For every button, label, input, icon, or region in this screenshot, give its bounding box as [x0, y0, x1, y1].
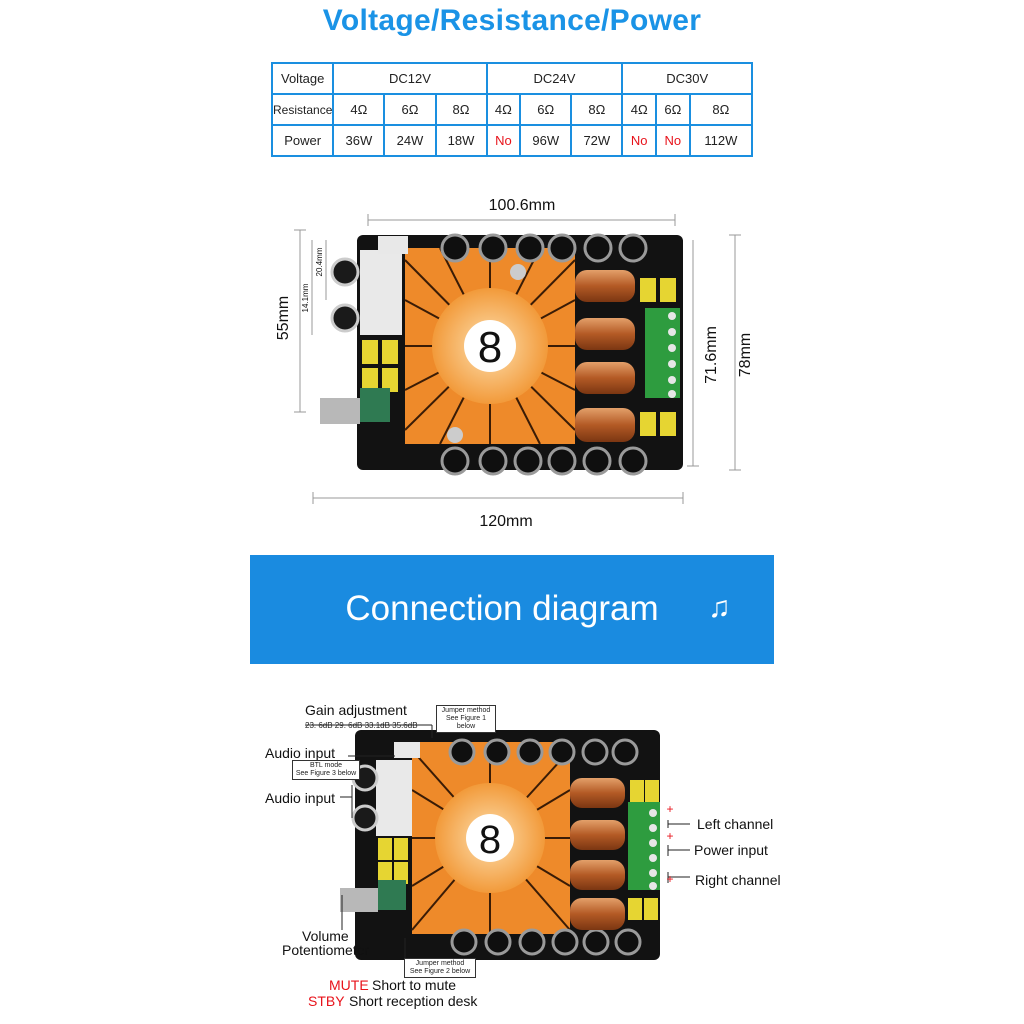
audio-input-label-2: Audio input [265, 790, 336, 806]
connection-board-figure: 8 + + + [305, 724, 690, 960]
table-row-resistance: Resistance 4Ω 6Ω 8Ω 4Ω 6Ω 8Ω 4Ω 6Ω 8Ω [270, 93, 754, 126]
btl-note-line-1: BTL mode [309, 762, 343, 769]
dimension-right-inner: 71.6mm [703, 326, 720, 384]
table-row-power: Power 36W 24W 18W No 96W 72W No No 112W [270, 124, 754, 157]
jumper-note-1: Jumper method See Figure 1 below [436, 705, 496, 733]
row-label-voltage: Voltage [270, 62, 335, 95]
power-cell: 36W [332, 124, 386, 157]
resistance-cell: 8Ω [688, 93, 754, 126]
dimension-left-height: 55mm [275, 296, 292, 340]
right-channel-label: Right channel [695, 872, 781, 888]
power-cell: No [655, 124, 691, 157]
voltage-dc30v: DC30V [621, 62, 753, 95]
power-cell: No [485, 124, 522, 157]
board-dimension-figure: 8 100.6mm 120mm 55mm 71.6mm 78mm 20.4mm … [275, 197, 754, 530]
power-cell: 96W [519, 124, 573, 157]
potentiometer-label: Potentiometer [282, 942, 370, 958]
jumper-note-2-line-1: Jumper method [415, 960, 465, 967]
power-cell: 112W [688, 124, 754, 157]
power-cell: 18W [434, 124, 488, 157]
row-label-power: Power [270, 124, 335, 157]
resistance-cell: 4Ω [332, 93, 386, 126]
left-plus-sign: + [666, 802, 673, 816]
resistance-cell: 8Ω [434, 93, 488, 126]
power-cell: 72W [570, 124, 624, 157]
jumper-note-1-line-1: Jumper method [441, 707, 491, 714]
connection-diagram-banner: Connection diagram ♫ [250, 555, 774, 664]
resistance-cell: 4Ω [621, 93, 658, 126]
power-plus-sign: + [666, 829, 673, 843]
power-cell: 24W [383, 124, 437, 157]
resistance-cell: 8Ω [570, 93, 624, 126]
mute-label: MUTE [329, 977, 369, 993]
volume-label: Volume [302, 928, 349, 944]
dimension-width-bottom: 120mm [479, 513, 532, 530]
stby-text: Short reception desk [349, 993, 478, 1009]
audio-input-label-1: Audio input [265, 745, 336, 761]
power-input-label: Power input [694, 842, 768, 858]
board-logo-symbol-2: 8 [479, 818, 501, 862]
stby-label: STBY [308, 993, 345, 1009]
btl-note-line-2: See Figure 3 below [295, 770, 357, 777]
banner-title: Connection diagram [345, 589, 659, 628]
resistance-cell: 6Ω [519, 93, 573, 126]
dimension-small-1: 20.4mm [315, 247, 324, 276]
jumper-note-1-line-2: See Figure 1 below [445, 715, 487, 730]
btl-note: BTL mode See Figure 3 below [292, 760, 360, 780]
gain-adjustment-label: Gain adjustment [305, 702, 407, 718]
left-channel-label: Left channel [697, 816, 774, 832]
resistance-cell: 4Ω [485, 93, 522, 126]
page-title: Voltage/Resistance/Power [322, 4, 702, 37]
mute-text: Short to mute [372, 977, 457, 993]
voltage-dc12v: DC12V [332, 62, 488, 95]
right-plus-sign: + [666, 872, 673, 886]
spec-table: Voltage DC12V DC24V DC30V Resistance 4Ω … [270, 62, 754, 157]
music-note-icon: ♫ [708, 591, 731, 624]
gain-values: 23. 6dB 29. 6dB 33.1dB 35.6dB [305, 721, 418, 730]
dimension-width-top: 100.6mm [489, 197, 556, 214]
jumper-note-2: Jumper method See Figure 2 below [404, 958, 476, 978]
board-logo-symbol: 8 [478, 323, 502, 372]
dimension-right-outer: 78mm [737, 333, 754, 377]
row-label-resistance: Resistance [270, 93, 335, 126]
voltage-dc24v: DC24V [485, 62, 624, 95]
resistance-cell: 6Ω [383, 93, 437, 126]
power-cell: No [621, 124, 658, 157]
dimension-small-2: 14.1mm [301, 283, 310, 312]
jumper-note-2-line-2: See Figure 2 below [409, 968, 471, 975]
table-row-voltage: Voltage DC12V DC24V DC30V [270, 62, 753, 95]
resistance-cell: 6Ω [655, 93, 691, 126]
